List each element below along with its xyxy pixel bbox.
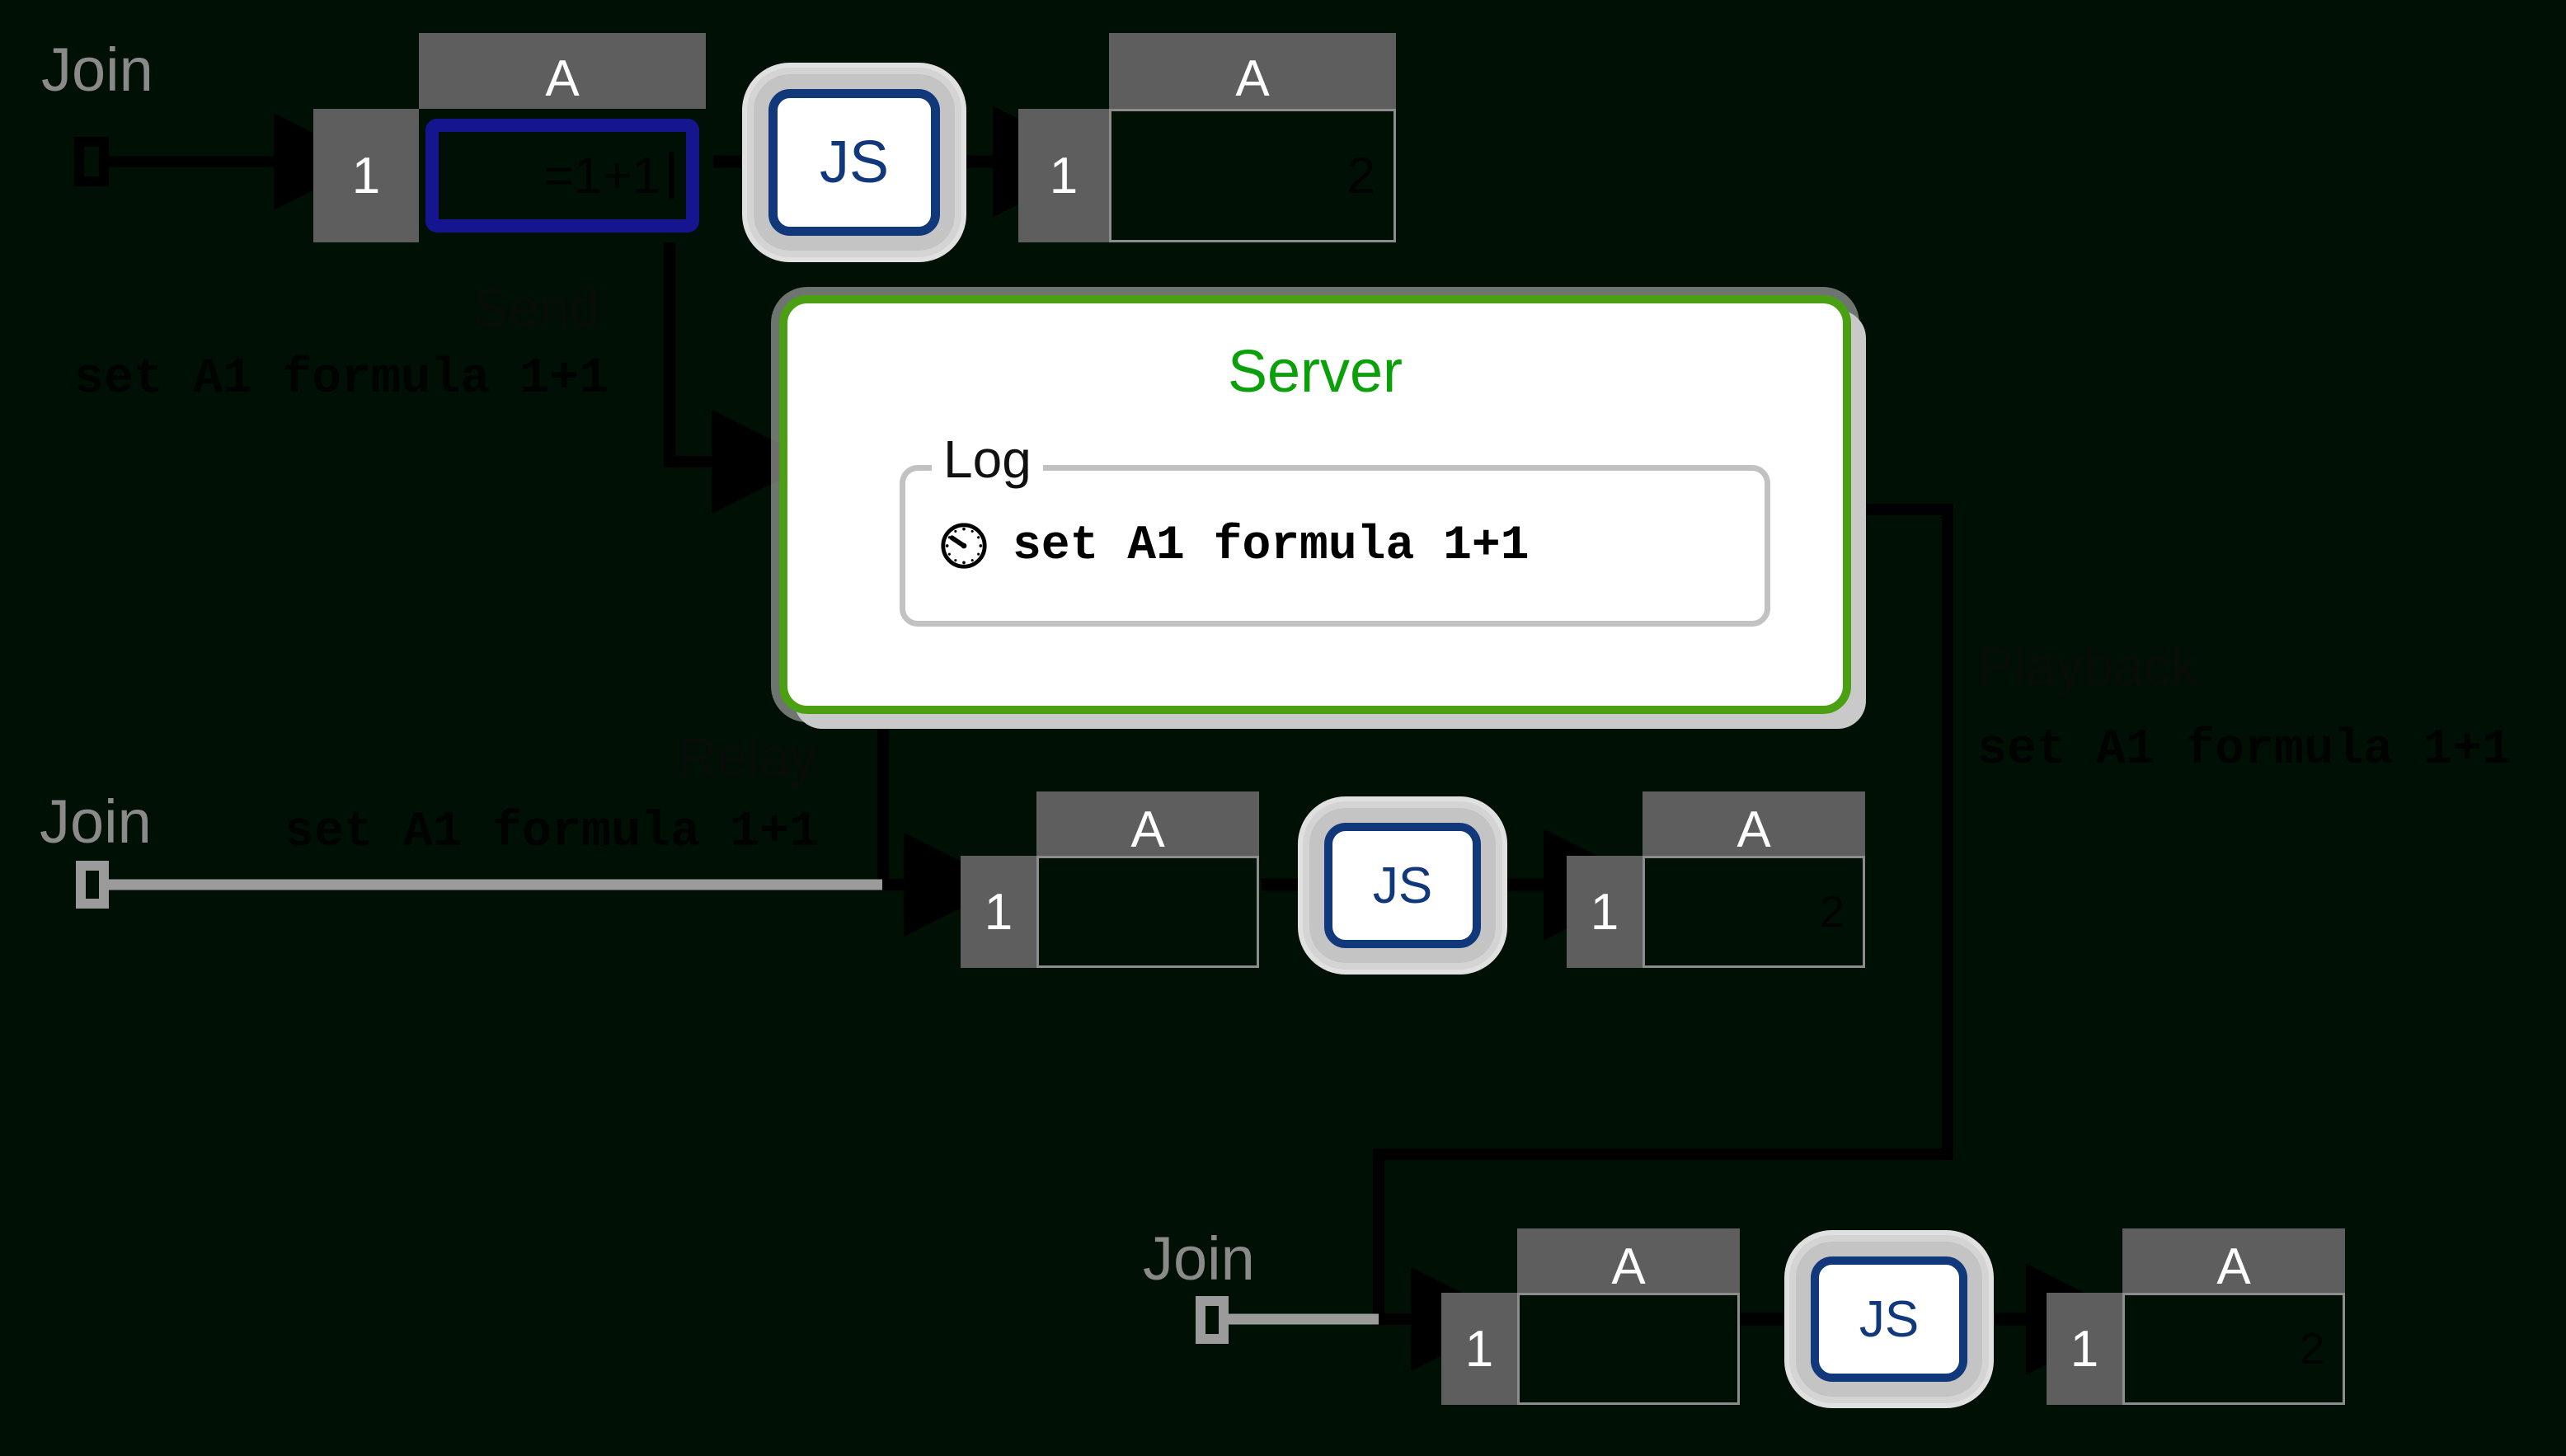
flow-message-send: set A1 formula 1+1 <box>74 351 609 407</box>
spreadsheet-input-middle: A 1 <box>961 791 1290 975</box>
cell-selection-outline: =1+1 <box>425 119 699 232</box>
spreadsheet-input-top: A 1 =1+1 <box>313 33 726 242</box>
js-engine-top[interactable]: JS <box>768 89 940 236</box>
log-entry: set A1 formula 1+1 <box>938 471 1530 621</box>
column-header-a: A <box>1109 33 1396 124</box>
row-header-1: 1 <box>2047 1293 2122 1405</box>
js-label: JS <box>819 129 890 195</box>
server-title: Server <box>1227 339 1403 405</box>
join-label-middle: Join <box>40 787 152 856</box>
flow-message-relay: set A1 formula 1+1 <box>284 805 820 861</box>
join-stub-top <box>74 137 109 186</box>
join-stub-bottom <box>1196 1296 1229 1344</box>
spreadsheet-output-top: A 1 2 <box>1018 33 1406 242</box>
join-stub-middle <box>76 861 109 909</box>
row-header-1: 1 <box>313 109 419 242</box>
cell-a1[interactable]: 2 <box>1109 109 1396 242</box>
row-header-1: 1 <box>1018 109 1109 242</box>
js-label: JS <box>1859 1290 1920 1348</box>
column-header-a: A <box>1517 1228 1740 1304</box>
text-caret <box>669 152 674 200</box>
log-legend: Log <box>932 433 1043 486</box>
flow-title-send: Send <box>472 277 600 338</box>
clock-icon <box>938 520 989 571</box>
spreadsheet-input-bottom: A 1 <box>1441 1228 1771 1411</box>
flow-title-relay: Relay <box>678 726 817 787</box>
cell-value-text: 2 <box>1819 887 1845 937</box>
spreadsheet-output-middle: A 1 2 <box>1567 791 1896 975</box>
column-header-a: A <box>419 33 706 124</box>
js-label: JS <box>1372 857 1433 914</box>
column-header-a: A <box>2122 1228 2345 1304</box>
server-box: Server Log <box>779 295 1851 714</box>
flow-message-playback: set A1 formula 1+1 <box>1977 722 2512 778</box>
cell-a1[interactable]: 2 <box>1643 856 1865 968</box>
row-header-1: 1 <box>1567 856 1643 968</box>
cell-value-text: 2 <box>1346 147 1375 204</box>
cell-a1[interactable] <box>1517 1293 1740 1405</box>
column-header-a: A <box>1036 791 1259 867</box>
cell-value-text: 2 <box>2299 1324 2324 1374</box>
row-header-1: 1 <box>1441 1293 1517 1405</box>
cell-formula-text: =1+1 <box>543 147 660 204</box>
js-engine-middle[interactable]: JS <box>1324 823 1481 948</box>
js-engine-bottom[interactable]: JS <box>1811 1256 1967 1382</box>
join-label-bottom: Join <box>1143 1224 1255 1293</box>
log-entry-text: set A1 formula 1+1 <box>1013 519 1530 573</box>
cell-a1[interactable] <box>1036 856 1259 968</box>
row-header-1: 1 <box>961 856 1036 968</box>
column-header-a: A <box>1643 791 1865 867</box>
flow-title-playback: Playback <box>1977 636 2198 697</box>
cell-a1[interactable]: =1+1 <box>419 109 706 242</box>
server-log-panel: Log <box>900 433 1770 627</box>
spreadsheet-output-bottom: A 1 2 <box>2047 1228 2376 1411</box>
relay-connector <box>877 714 1008 937</box>
cell-a1[interactable]: 2 <box>2122 1293 2345 1405</box>
join-label-top: Join <box>41 35 153 104</box>
send-connector <box>664 237 816 514</box>
